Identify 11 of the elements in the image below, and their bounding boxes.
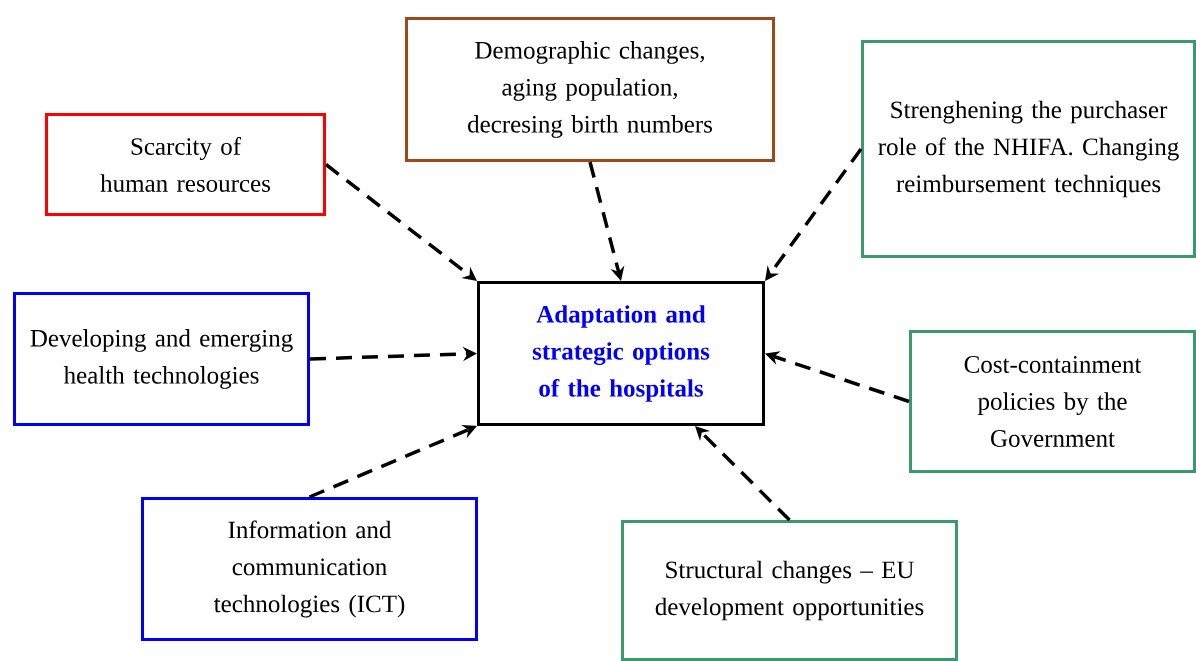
factor-box: Demographic changes, aging population, decresing birth numbers (405, 17, 775, 162)
factor-box: Scarcity of human resources (45, 113, 326, 216)
central-box: Adaptation and strategic options of the hospitals (477, 281, 765, 426)
dashed-arrow (695, 426, 791, 522)
factor-box: Cost-containment policies by the Government (909, 330, 1196, 473)
factor-box: Developing and emerging health technologies (13, 292, 310, 426)
factor-box: Structural changes – EU development opportunities (621, 520, 958, 661)
dashed-arrow (765, 147, 863, 281)
factor-box: Information and communication technologies (ICT) (141, 497, 478, 641)
dashed-arrow (324, 163, 477, 281)
factor-box: Strenghening the purchaser role of the NHIFA. Changing reimbursement techniques (861, 40, 1196, 258)
